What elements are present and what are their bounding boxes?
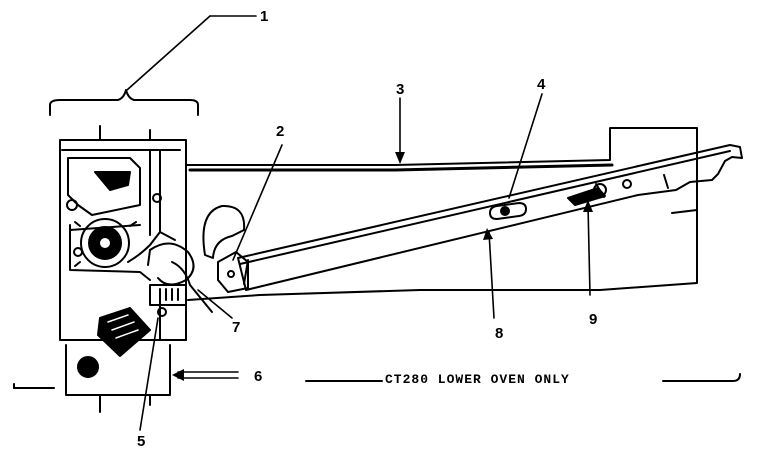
callout-8: 8 <box>495 325 504 342</box>
callout-7: 7 <box>232 319 241 336</box>
callout-5: 5 <box>137 433 146 450</box>
oven-panel <box>185 127 698 341</box>
callout-6: 6 <box>254 368 263 385</box>
caption-bracket <box>13 373 741 389</box>
lower-oven-caption: CT280 LOWER OVEN ONLY <box>385 372 570 387</box>
callout-9: 9 <box>589 311 598 328</box>
latch-pivot <box>147 242 213 313</box>
latch-assembly <box>59 125 187 341</box>
panel-cutout <box>202 204 246 259</box>
latch-rod <box>237 144 743 291</box>
callout-4: 4 <box>537 76 546 93</box>
callout-2: 2 <box>276 123 285 140</box>
callout-3: 3 <box>396 81 405 98</box>
callout-1: 1 <box>260 8 269 25</box>
latch-motor <box>69 218 161 281</box>
group-bracket <box>49 89 199 116</box>
arrowheads <box>172 152 593 381</box>
leader-lines <box>126 15 591 431</box>
lower-plate <box>65 344 171 413</box>
door-switch <box>97 284 187 357</box>
